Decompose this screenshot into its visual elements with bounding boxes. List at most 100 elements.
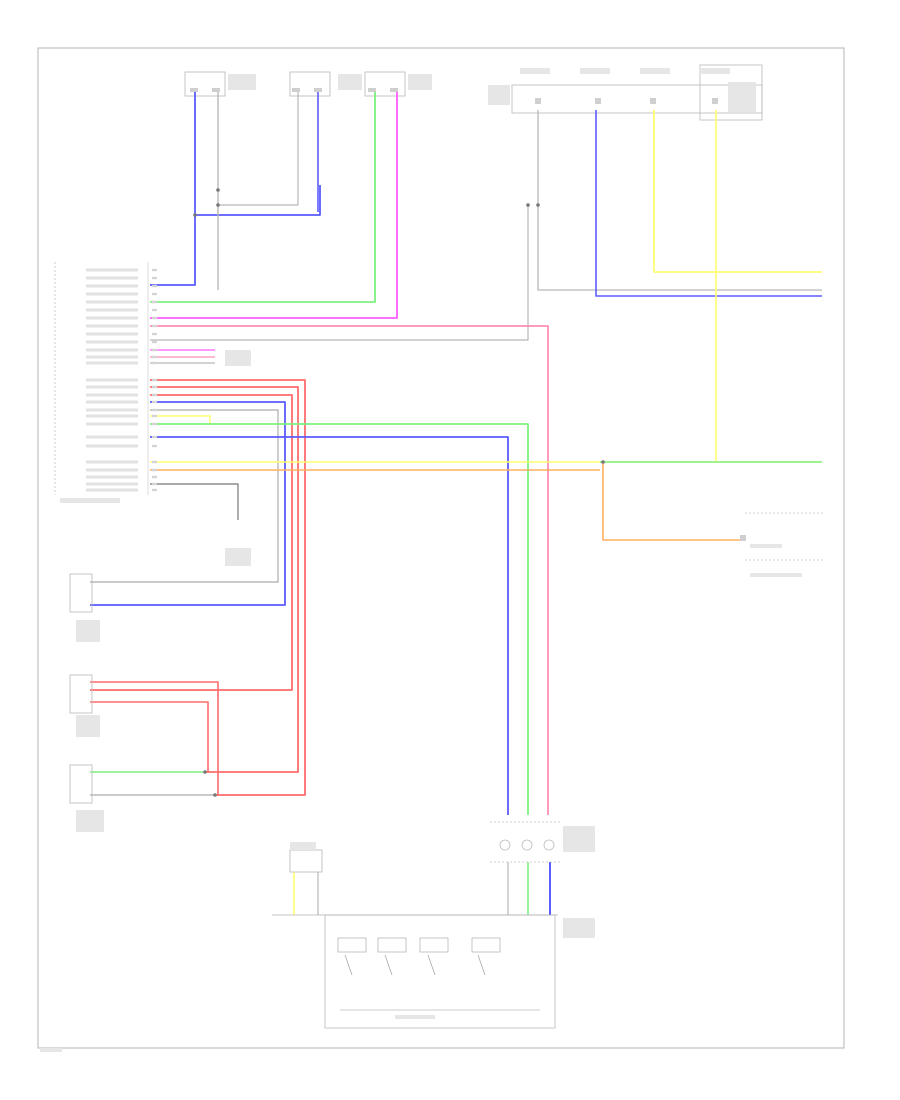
pin-name-mark: [86, 468, 138, 472]
pin-number-mark: [152, 444, 157, 448]
pin-number-mark: [152, 414, 157, 418]
wire-red-right-door1: [150, 379, 306, 796]
fuse-relay-block: [511, 64, 763, 121]
component-label-mark: [395, 1015, 435, 1019]
pin-number-mark: [152, 332, 157, 336]
pin-name-mark: [86, 378, 138, 382]
splice-dot: [526, 203, 530, 207]
component-label-mark: [225, 548, 251, 566]
component-label-mark: [728, 82, 756, 112]
wire-harness: [90, 92, 822, 915]
pin-name-mark: [86, 276, 138, 280]
pin-number-mark: [152, 460, 157, 464]
pin-number-mark: [152, 340, 157, 344]
wire-blue-front-left-lower: [150, 215, 196, 286]
pin-name-mark: [86, 475, 138, 479]
pin-number-mark: [152, 268, 157, 272]
component-label-mark: [40, 1048, 62, 1052]
pin-name-mark: [86, 400, 138, 404]
wire-green-steer: [150, 423, 529, 815]
pin-name-mark: [86, 284, 138, 288]
component-label-mark: [76, 620, 100, 642]
pin-name-mark: [86, 414, 138, 418]
pin-name-mark: [86, 435, 138, 439]
component-label-mark: [228, 74, 256, 90]
pin-number-mark: [152, 475, 157, 479]
component-label-mark: [225, 350, 251, 366]
wire-gray-tweeter: [218, 92, 299, 206]
pin-name-mark: [86, 408, 138, 412]
pin-name-mark: [86, 361, 138, 365]
component-label-mark: [60, 498, 120, 503]
component-label-mark: [750, 544, 782, 548]
pin-name-mark: [86, 488, 138, 492]
pin-name-mark: [86, 268, 138, 272]
pin-name-mark: [86, 385, 138, 389]
pin-number-mark: [152, 284, 157, 288]
pin-name-mark: [86, 324, 138, 328]
wire-red-right-tweeter1: [90, 394, 293, 691]
pin-number-mark: [152, 482, 157, 486]
pin-number-mark: [152, 435, 157, 439]
wire-red-tweeter-right2: [90, 701, 209, 772]
wire-gray-fuse1: [537, 110, 822, 291]
pin-number-mark: [152, 488, 157, 492]
pin-number-mark: [152, 276, 157, 280]
wire-yellow-short: [150, 415, 211, 425]
component-label-mark: [76, 715, 100, 737]
pin-number-mark: [152, 378, 157, 382]
wire-green-rear-left: [150, 92, 376, 303]
lower-left-speakers: [69, 573, 93, 804]
pin-name-mark: [86, 292, 138, 296]
pin-number-mark: [152, 385, 157, 389]
pin-number-mark: [152, 316, 157, 320]
pin-number-mark: [152, 400, 157, 404]
component-label-mark: [640, 68, 670, 74]
pin-number-mark: [152, 324, 157, 328]
pin-name-mark: [86, 316, 138, 320]
wire-gray-right-rear: [90, 409, 279, 583]
wire-yellow-fuse3: [653, 110, 822, 273]
component-label-mark: [488, 85, 510, 105]
pin-name-mark: [86, 340, 138, 344]
splice-dot: [536, 203, 540, 207]
splice-dot: [216, 203, 220, 207]
pin-number-mark: [152, 308, 157, 312]
diagram-border: [37, 47, 845, 1049]
pin-name-mark: [86, 482, 138, 486]
pin-name-mark: [86, 308, 138, 312]
pin-name-mark: [86, 393, 138, 397]
pin-number-mark: [152, 292, 157, 296]
ac-control-unit: [54, 262, 149, 495]
wire-black-ground: [150, 483, 239, 520]
component-label-mark: [563, 918, 595, 938]
component-label-mark: [76, 810, 104, 832]
wire-blue-steer: [150, 436, 509, 815]
right-switch-component: [740, 512, 825, 561]
steering-switch-assembly: [272, 849, 558, 1029]
component-label-mark: [408, 74, 432, 90]
splice-dot: [216, 188, 220, 192]
wire-orange-dimmer: [602, 462, 742, 541]
splice-dot: [193, 213, 197, 217]
pin-number-mark: [152, 422, 157, 426]
wire-red-right-door2: [150, 386, 299, 773]
pin-name-mark: [86, 422, 138, 426]
component-labels: [40, 68, 802, 1052]
wire-magenta-rear-left: [150, 92, 398, 319]
left-speaker-connectors: [184, 71, 406, 97]
splice-dot: [601, 460, 605, 464]
pin-name-mark: [86, 355, 138, 359]
component-label-mark: [338, 74, 362, 90]
pin-name-mark: [86, 332, 138, 336]
component-label-mark: [563, 826, 595, 852]
wire-red-tweeter-right: [90, 681, 219, 795]
splice-dot: [213, 793, 217, 797]
center-connector-block: [490, 821, 560, 863]
splice-dot: [203, 770, 207, 774]
pin-number-mark: [152, 361, 157, 365]
wire-blue-fuse2: [595, 110, 822, 297]
pin-number-mark: [152, 300, 157, 304]
pin-labels: [86, 268, 157, 492]
